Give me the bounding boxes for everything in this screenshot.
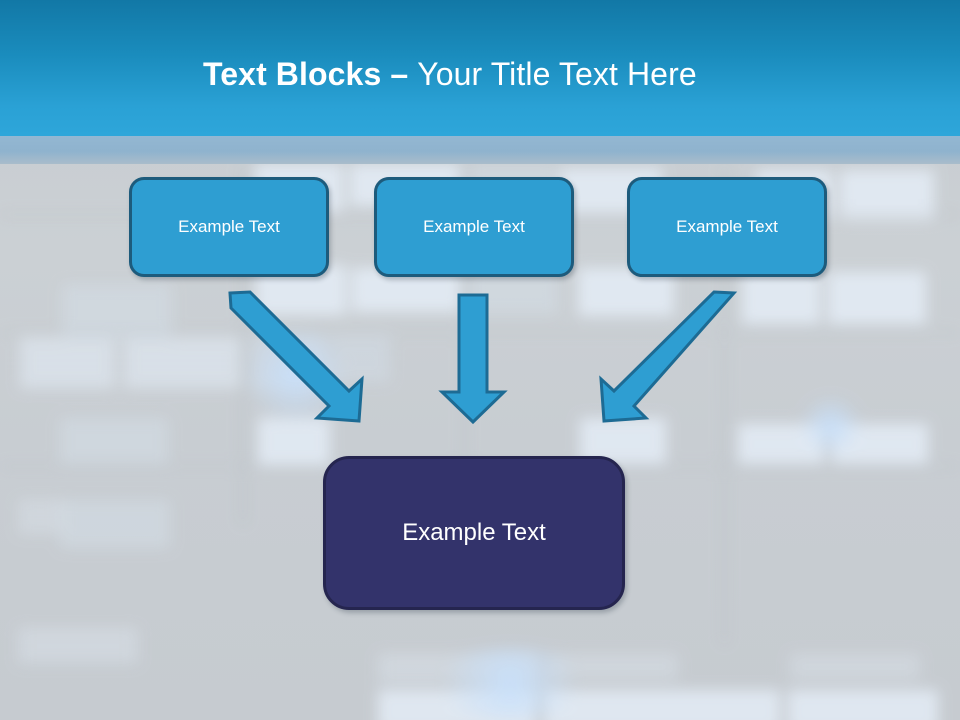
source-box-1-label: Example Text xyxy=(178,217,280,236)
slide-header-bar xyxy=(0,0,960,136)
source-box-3[interactable]: Example Text xyxy=(627,177,827,277)
result-box[interactable]: Example Text xyxy=(323,456,625,610)
page-title-bold: Text Blocks – xyxy=(203,56,418,92)
source-box-3-label: Example Text xyxy=(676,217,778,236)
source-box-2[interactable]: Example Text xyxy=(374,177,574,277)
source-box-1[interactable]: Example Text xyxy=(129,177,329,277)
result-box-label: Example Text xyxy=(402,519,546,546)
slide-header-accent-band xyxy=(0,136,960,164)
source-box-2-label: Example Text xyxy=(423,217,525,236)
page-title: Text Blocks – Your Title Text Here xyxy=(203,52,697,96)
page-title-light: Your Title Text Here xyxy=(417,56,697,92)
